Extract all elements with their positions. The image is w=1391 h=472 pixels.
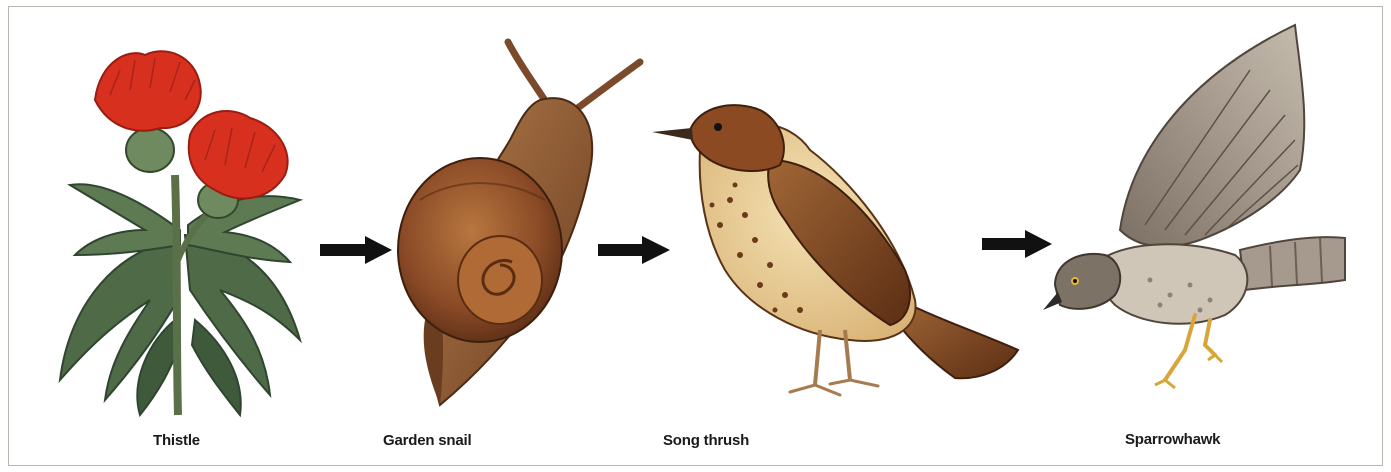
song-thrush-illustration	[652, 105, 1018, 395]
label-sparrowhawk: Sparrowhawk	[1125, 431, 1220, 448]
arrow-thistle-to-snail	[320, 236, 392, 264]
arrow-snail-to-thrush	[598, 236, 670, 264]
arrow-thrush-to-hawk	[982, 230, 1052, 258]
label-thistle: Thistle	[153, 432, 200, 449]
garden-snail-illustration	[398, 42, 640, 405]
label-garden-snail: Garden snail	[383, 432, 471, 449]
label-song-thrush: Song thrush	[663, 432, 749, 449]
sparrowhawk-illustration	[1043, 25, 1345, 388]
thistle-illustration	[60, 51, 300, 415]
